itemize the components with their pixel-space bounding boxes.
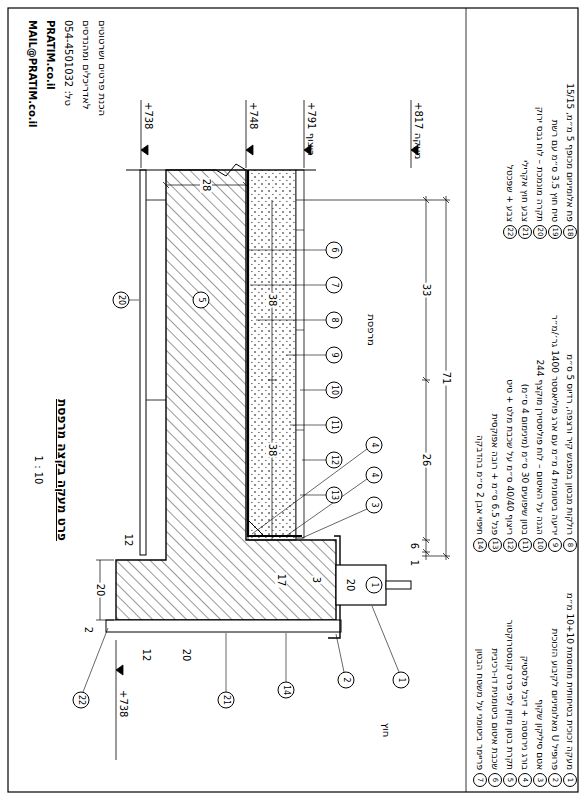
legend-number: 14 [473, 538, 487, 552]
callout-number: 4 [366, 467, 383, 484]
dimension: 6 [408, 542, 420, 550]
dimension: 3 [310, 576, 322, 584]
zone-label: חוץ [380, 722, 392, 739]
legend-text: הגנה על האיטום – לוח פוליסטירן מוקצף 244 [533, 255, 547, 535]
dimension: 71 [440, 371, 452, 386]
dimension: 2 [82, 626, 94, 634]
legend-number: 21 [518, 225, 532, 239]
dimension: 12 [122, 533, 134, 548]
dimension: 26 [420, 453, 432, 468]
dimension: 20 [94, 583, 106, 598]
legend-text: צבע + שפכטל [503, 14, 517, 222]
dimension: 38 [266, 293, 278, 308]
legend-number: 4 [518, 773, 532, 787]
legend-number: 20 [533, 225, 547, 239]
company-note: MAIL@PRATIM.co.il [26, 20, 38, 128]
callout-number: 9 [326, 347, 343, 364]
dimension: 20 [344, 578, 356, 593]
dimension: 12 [140, 648, 152, 663]
dimension: 28 [200, 178, 212, 193]
legend-number: 22 [503, 225, 517, 239]
callout-number: 14 [278, 682, 295, 699]
callout-number: 10 [326, 382, 343, 399]
legend-number: 1 [563, 773, 577, 787]
dimension: 38 [266, 443, 278, 458]
callout-number: 7 [326, 277, 343, 294]
legend-text: ריצוף 40/40 ס״מ על שכבת מלט + טיט [503, 255, 517, 535]
legend-text: בורג נירוסטה + דיבל פלסטיק [518, 565, 532, 770]
legend-text: יריעה ביטומנית 4 מ״מ עם ארג פוליאסטר 140… [548, 255, 562, 535]
legend-text: רולקות מבטון במפגש קיר ורצפה, רדיוס 5 ס״… [563, 255, 577, 535]
legend-number: 13 [488, 538, 502, 552]
legend-text: אטם סיליקון שקוף [533, 565, 547, 770]
dimension: 17 [275, 573, 287, 588]
callout-number: 20 [113, 292, 130, 309]
callout-number: 5 [193, 292, 210, 309]
company-note: PRATIM.co.il [44, 20, 56, 90]
callout-number: 2 [338, 672, 355, 689]
scale-note: 1 : 10 [32, 455, 44, 486]
dimension: 1 [408, 559, 420, 567]
callout-number: 3 [366, 497, 383, 514]
callout-number: 4 [366, 437, 383, 454]
sheet-frame [8, 8, 578, 792]
legend-number: 3 [533, 773, 547, 787]
legend-number: 19 [548, 225, 562, 239]
callout-number: 22 [73, 692, 90, 709]
legend-number: 6 [488, 773, 502, 787]
level-mark: +791 ריצוף [305, 102, 317, 156]
level-markers [116, 100, 418, 760]
concrete-structure [106, 164, 411, 638]
legend-number: 12 [503, 538, 517, 552]
company-note: הכנת פרטים ושרטוטים [96, 20, 108, 116]
callout-number: 8 [326, 312, 343, 329]
callout-number: 1 [366, 577, 383, 594]
callout-number: 21 [218, 692, 235, 709]
legend-text: טיח חוץ 3.5 ס״מ עם רשת [548, 14, 562, 222]
callout-number: 1 [393, 672, 410, 689]
legend-number: 9 [548, 538, 562, 552]
legend-text: פנל 6.5 ס״מ + רובה אפוקסית [488, 255, 502, 535]
leader-lines [83, 250, 399, 692]
level-mark: +748 [247, 102, 259, 129]
legend-number: 8 [563, 538, 577, 552]
legend-text: תקרה מונמכת – לוח גבס ירוק [533, 14, 547, 222]
legend-text: צבע חוץ אקרילי [518, 14, 532, 222]
level-mark: +817 מעקה [412, 102, 424, 159]
legend-text: חיפוי אבן 2 ס״מ בהדבקה [473, 255, 487, 535]
legend-text: פח אלומיניום מכופף 5 מ״מ, 15/15 [563, 14, 577, 222]
callout-number: 13 [326, 487, 343, 504]
dimension-lines [96, 182, 450, 620]
level-mark: +738 [117, 690, 129, 717]
legend-text: תקרת בטון מזוין לפי פרט קונסטרוקטור [503, 565, 517, 770]
company-note: לאדריכלים ומהנדסים [80, 20, 92, 110]
zone-label: מרפסת [365, 313, 377, 347]
legend-text: פריימר ביטומני על משטח הבטון [473, 565, 487, 770]
legend-number: 10 [533, 538, 547, 552]
dimension: 20 [180, 648, 192, 663]
company-note: 054-4501032 :טל [62, 20, 74, 106]
legend-number: 5 [503, 773, 517, 787]
callout-number: 6 [326, 242, 343, 259]
callout-number: 12 [326, 452, 343, 469]
legend-number: 7 [473, 773, 487, 787]
legend-number: 18 [563, 225, 577, 239]
legend-number: 11 [518, 538, 532, 552]
drawing-title: פרט מעקה בקצה מרפסת [55, 398, 69, 542]
legend-text: בטון שיפועים 30 ס״מ (מינימום 4 ס״מ) [518, 255, 532, 535]
legend-number: 2 [548, 773, 562, 787]
dimension: 33 [420, 283, 432, 298]
legend-text: מעקה זכוכית בטיחותית מחוסמת 10+10 מ״מ [563, 565, 577, 770]
level-mark: +738 [142, 102, 154, 129]
callout-number: 11 [326, 417, 343, 434]
legend-text: פרופיל U מאלומיניום לקיבוע הזכוכית [548, 565, 562, 770]
legend-text: שכבת איטום ביטומנית דו-רכיבית [488, 565, 502, 770]
